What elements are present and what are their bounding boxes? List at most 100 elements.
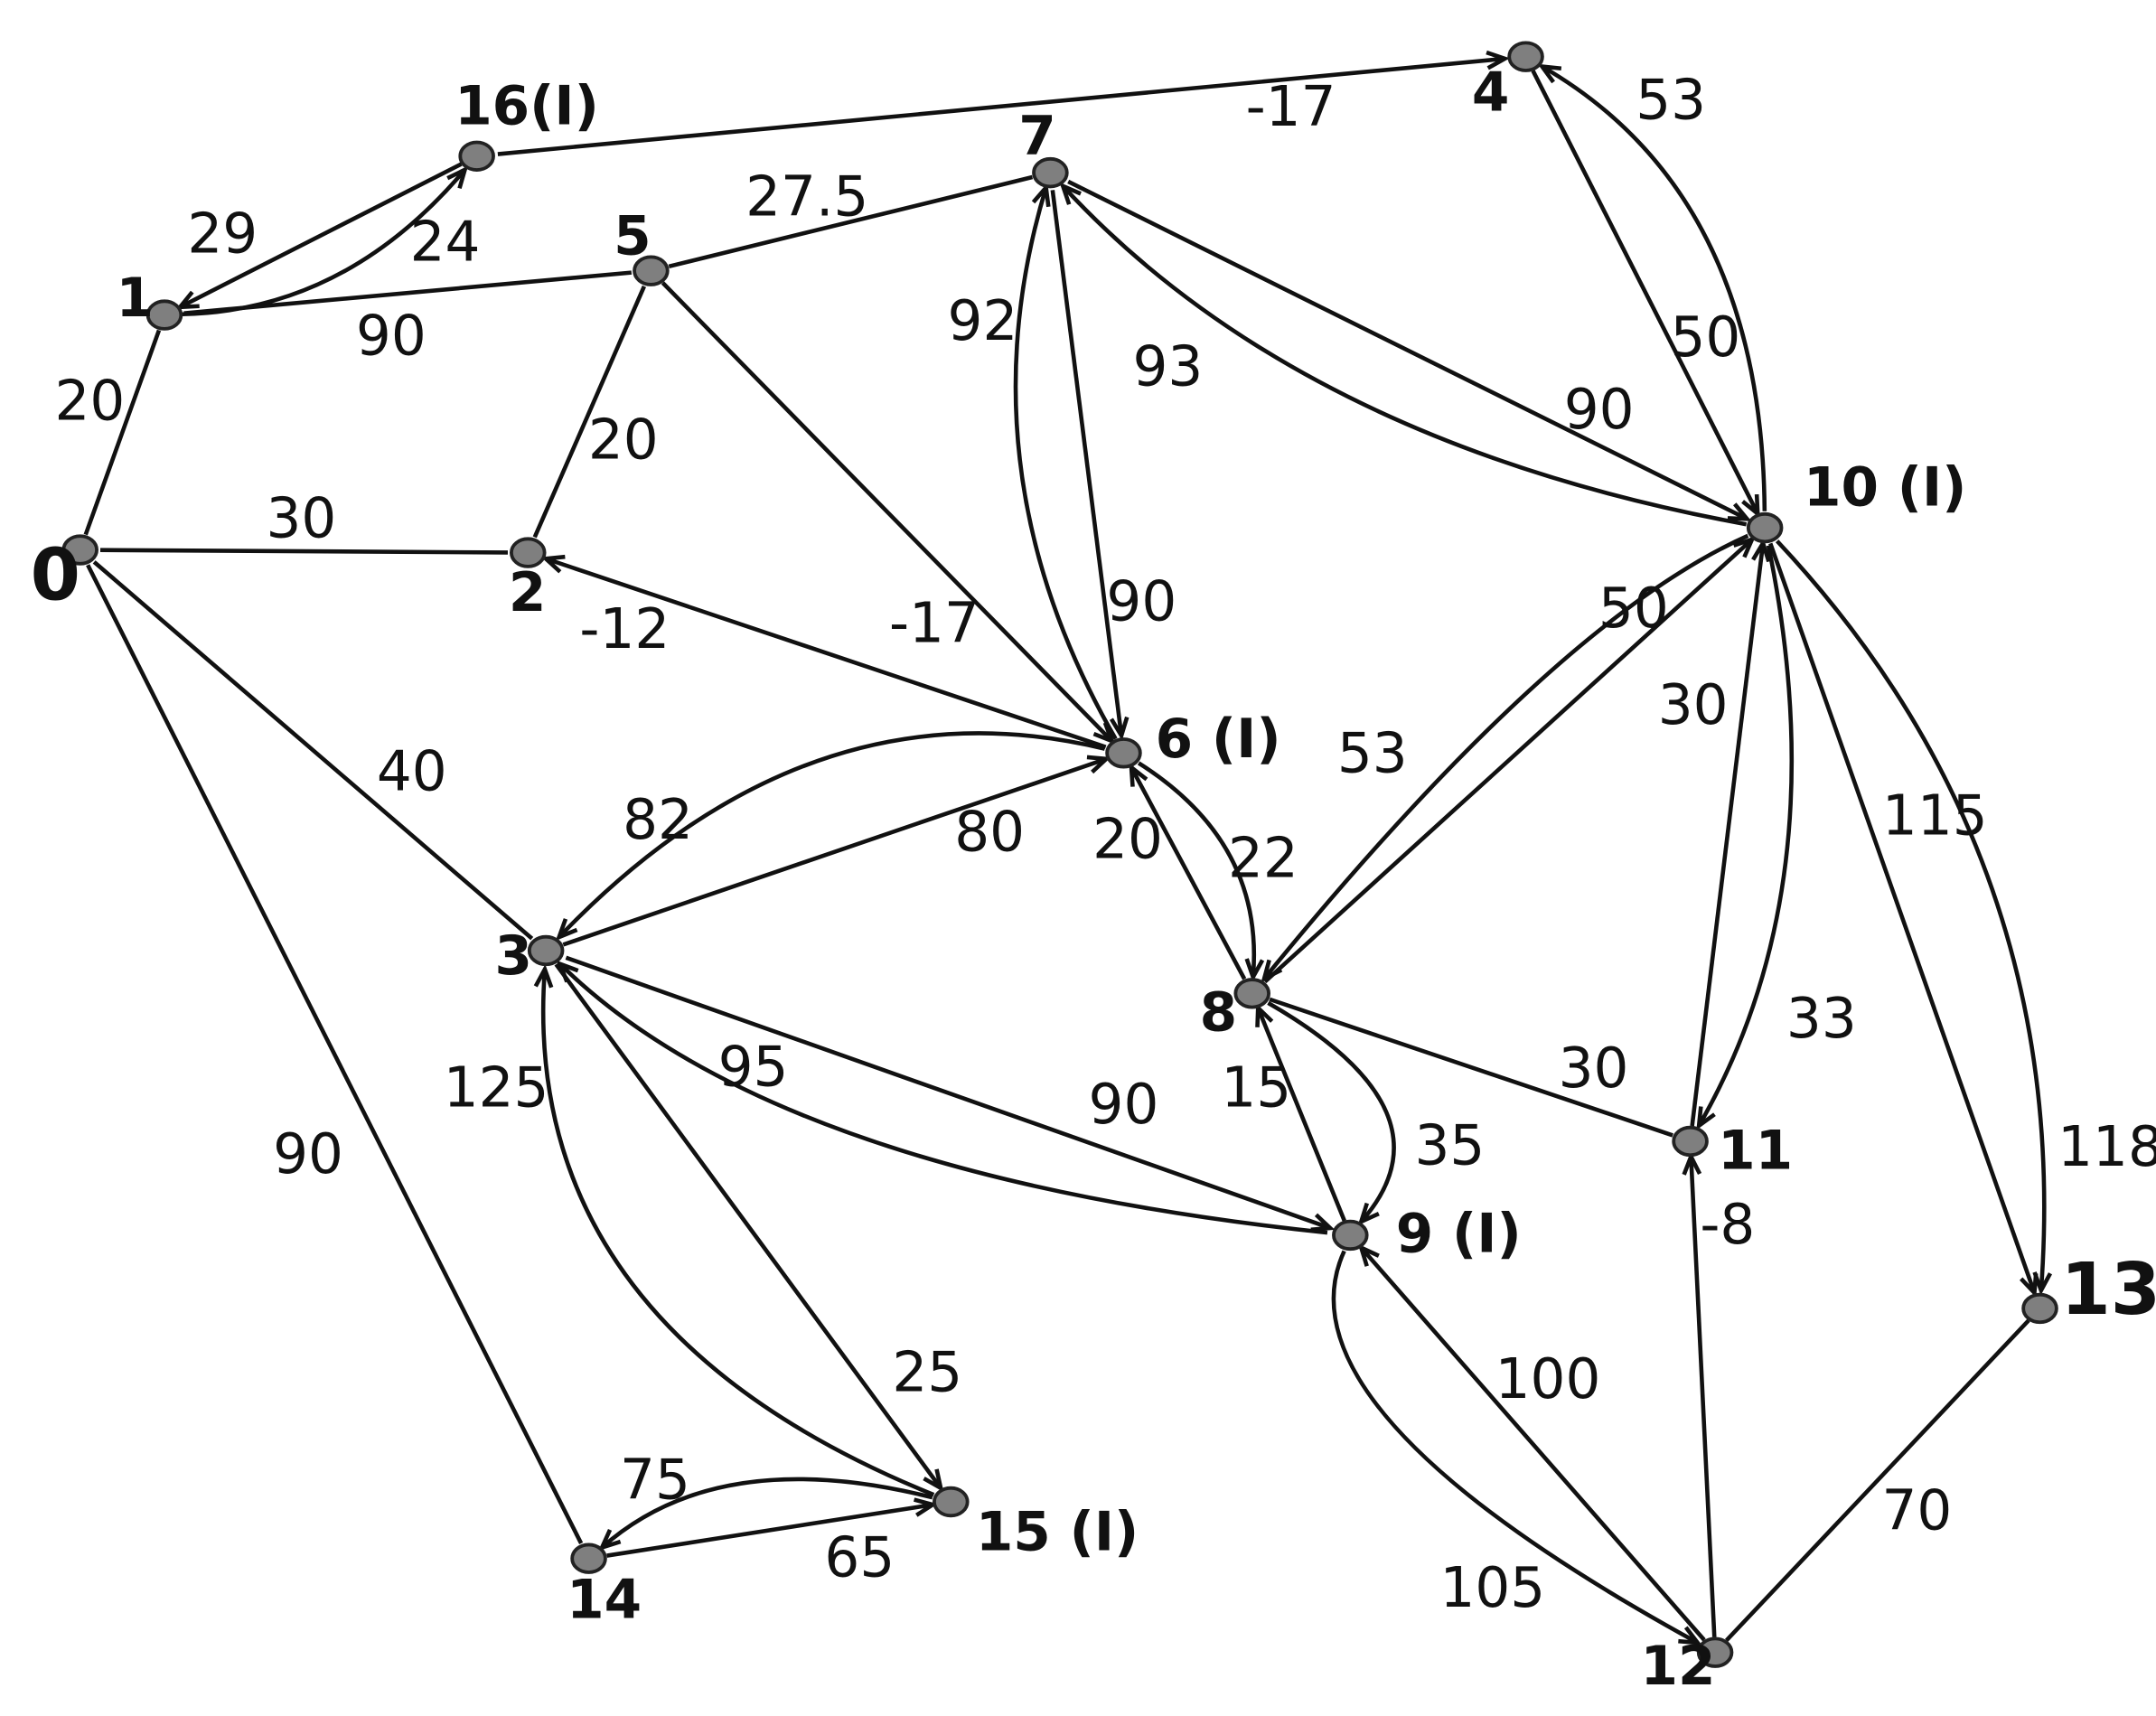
arrowhead-10-4 xyxy=(1537,63,1562,84)
edge-line-10-11 xyxy=(1697,545,1795,1127)
node-label-10: 10 (I) xyxy=(1804,457,1966,520)
edge-10-to-13 xyxy=(1768,542,2039,1298)
node-9 xyxy=(1332,1219,1369,1252)
node-5 xyxy=(633,255,670,286)
edge-weight-10-4: 53 xyxy=(1636,68,1706,132)
edge-weight-5-2: 20 xyxy=(588,408,659,472)
node-label-2: 2 xyxy=(509,562,547,624)
edge-10-to-7 xyxy=(1059,182,1748,527)
node-12 xyxy=(1696,1636,1734,1668)
edge-16-to-4 xyxy=(497,50,1510,156)
edge-weight-12-9: 100 xyxy=(1495,1347,1601,1411)
edge-line-0-14 xyxy=(86,564,584,1544)
edge-weight-3-9: 90 xyxy=(1089,1073,1159,1137)
edge-weight-10-11: 33 xyxy=(1786,987,1857,1051)
node-label-3: 3 xyxy=(495,925,533,988)
edge-line-6-7 xyxy=(1013,186,1118,740)
edge-weight-8-10: 50 xyxy=(1598,577,1669,641)
arrowhead-15-3 xyxy=(533,963,554,989)
arrowhead-6-8 xyxy=(1244,958,1265,982)
edge-11-to-10 xyxy=(1690,538,1771,1127)
edge-weight-0-1: 20 xyxy=(54,370,125,434)
edge-1-to-5 xyxy=(183,270,633,315)
edge-weight-7-10: 90 xyxy=(1564,378,1635,442)
edge-line-7-10 xyxy=(1067,179,1748,521)
edge-line-6-8 xyxy=(1137,761,1256,978)
arrowhead-9-12 xyxy=(1678,1626,1702,1646)
arrowhead-3-6 xyxy=(1086,755,1111,774)
edge-line-15-14 xyxy=(600,1477,933,1550)
edge-15-to-14 xyxy=(598,1477,933,1552)
edge-8-to-6 xyxy=(1129,763,1247,980)
edge-line-5-2 xyxy=(532,285,647,539)
edge-weight-8-9: 35 xyxy=(1415,1114,1486,1178)
edge-weight-5-6: -17 xyxy=(889,592,980,656)
edge-6-to-2 xyxy=(540,554,1107,749)
edge-line-7-6 xyxy=(1050,190,1124,736)
edge-line-8-9 xyxy=(1267,1000,1396,1224)
arrowhead-5-6 xyxy=(1092,722,1116,745)
edge-line-9-8 xyxy=(1256,1007,1346,1222)
arrowhead-6-2 xyxy=(540,554,566,574)
edge-9-to-12 xyxy=(1331,1250,1702,1646)
edge-line-3-15 xyxy=(554,962,942,1490)
edge-10-to-4 xyxy=(1537,63,1767,511)
edge-12-to-13 xyxy=(1724,1318,2030,1642)
edge-line-12-9 xyxy=(1359,1246,1706,1642)
node-8 xyxy=(1233,978,1270,1009)
edge-line-5-7 xyxy=(668,174,1034,269)
node-11 xyxy=(1672,1125,1709,1158)
edge-weight-15-3: 125 xyxy=(444,1055,549,1120)
edge-line-10-7 xyxy=(1061,184,1748,527)
node-label-0: 0 xyxy=(31,533,80,617)
node-label-11: 11 xyxy=(1718,1121,1793,1183)
edge-weight-9-12: 105 xyxy=(1439,1556,1545,1620)
arrowhead-8-9 xyxy=(1357,1202,1380,1226)
node-2 xyxy=(509,537,547,568)
arrowhead-7-6 xyxy=(1109,716,1130,741)
edge-8-to-10 xyxy=(1263,536,1757,984)
arrowhead-8-6 xyxy=(1129,763,1148,787)
node-6 xyxy=(1105,737,1142,769)
node-label-9: 9 (I) xyxy=(1396,1203,1522,1265)
edge-15-to-3 xyxy=(533,963,935,1497)
edge-line-10-13 xyxy=(1768,542,2037,1294)
edge-line-5-6 xyxy=(661,281,1114,743)
edge-10-to-13 xyxy=(1775,539,2052,1296)
edge-weight-6-7: 92 xyxy=(948,289,1018,353)
edge-5-to-7 xyxy=(668,174,1034,269)
edge-weight-6-2: -12 xyxy=(579,597,670,661)
node-3 xyxy=(527,934,565,967)
edge-6-to-3 xyxy=(555,731,1106,942)
edge-line-8-6 xyxy=(1129,766,1247,980)
arrowhead-1-16 xyxy=(446,165,469,190)
edge-weight-9-8: 15 xyxy=(1221,1055,1291,1120)
edge-3-to-6 xyxy=(562,755,1111,947)
edge-line-16-4 xyxy=(497,56,1505,156)
node-label-1: 1 xyxy=(116,267,154,330)
node-label-12: 12 xyxy=(1641,1636,1716,1698)
edge-weight-8-11: 30 xyxy=(1559,1036,1629,1101)
edge-weight-0-2: 30 xyxy=(267,487,337,551)
edge-line-9-12 xyxy=(1331,1250,1699,1645)
edge-line-10-8 xyxy=(1262,533,1749,980)
edge-weight-9-3: 95 xyxy=(718,1036,789,1100)
edge-14-to-15 xyxy=(606,1497,938,1558)
node-13 xyxy=(2021,1292,2058,1325)
edge-weight-4-10: 50 xyxy=(1670,305,1740,370)
node-7 xyxy=(1032,156,1069,189)
edge-line-11-10 xyxy=(1690,542,1766,1127)
edge-3-to-9 xyxy=(565,955,1336,1233)
node-label-5: 5 xyxy=(614,205,651,267)
arrowhead-12-9 xyxy=(1357,1243,1380,1267)
node-0 xyxy=(61,534,98,566)
edge-line-0-3 xyxy=(92,560,534,941)
node-4 xyxy=(1507,41,1544,72)
node-label-8: 8 xyxy=(1200,982,1238,1045)
arrowhead-3-15 xyxy=(923,1468,944,1493)
arrowhead-10-13 xyxy=(2032,1271,2052,1296)
edge-8-to-9 xyxy=(1267,1000,1396,1226)
node-15 xyxy=(933,1486,970,1518)
